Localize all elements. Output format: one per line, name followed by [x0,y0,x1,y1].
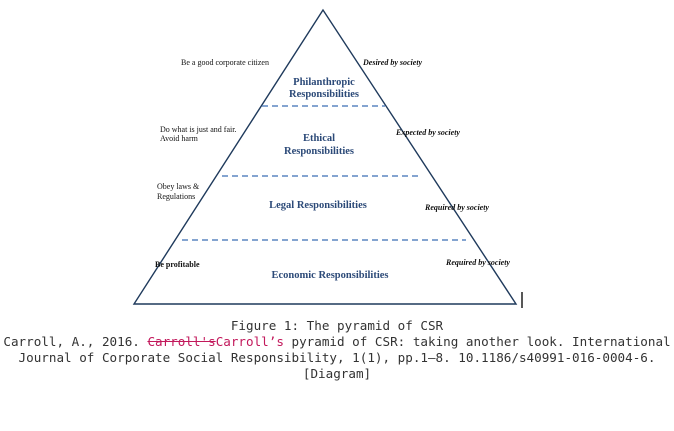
caption-ref-start: Carroll, A., 2016. [3,334,148,349]
layer-legal: Legal Responsibilities [269,200,367,211]
right-label-legal: Required by society [424,203,489,212]
csr-pyramid-diagram: Philanthropic Responsibilities Ethical R… [132,8,523,308]
caption-reference-line2: Journal of Corporate Social Responsibili… [18,350,656,365]
layer-ethical-line2: Responsibilities [284,146,354,157]
left-label-economic: Be profitable [155,260,200,269]
left-label-legal-line1: Obey laws & [157,182,200,191]
right-label-ethical: Expected by society [395,128,460,137]
figure-caption: Figure 1: The pyramid of CSR Carroll, A.… [0,318,674,382]
layer-philanthropic-line1: Philanthropic [293,77,355,88]
left-label-philanthropic: Be a good corporate citizen [181,58,269,67]
layer-ethical-line1: Ethical [303,133,335,144]
left-label-legal-line2: Regulations [157,192,195,201]
caption-ref-rest: pyramid of CSR: taking another look. Int… [283,334,671,349]
left-label-ethical-line1: Do what is just and fair. [160,125,236,134]
right-label-economic: Required by society [445,258,510,267]
caption-reference-line3: [Diagram] [302,366,372,381]
right-label-philanthropic: Desired by society [362,58,423,67]
pyramid-outline [132,8,518,305]
caption-ref-inserted: Carroll’s [215,334,284,349]
layer-economic: Economic Responsibilities [272,270,389,281]
caption-title: Figure 1: The pyramid of CSR [230,318,444,333]
caption-ref-struck: Carroll's [147,334,216,349]
layer-philanthropic-line2: Responsibilities [289,89,359,100]
left-label-ethical-line2: Avoid harm [160,134,199,143]
caption-reference-line1: Carroll, A., 2016. Carroll'sCarroll’s py… [0,334,674,350]
